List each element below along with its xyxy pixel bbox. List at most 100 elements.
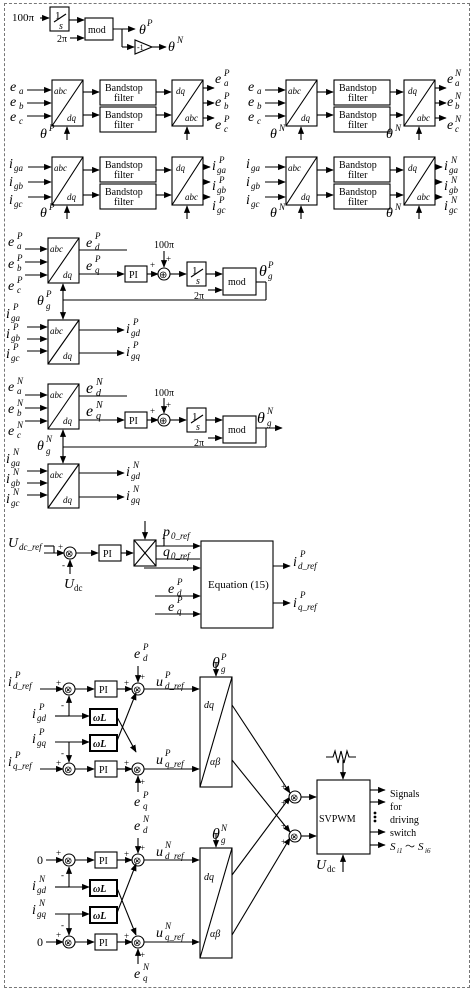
svg-text:mod: mod [228,277,246,288]
svg-text:N: N [266,406,274,416]
svg-text:+: + [166,254,171,264]
svg-text:+: + [140,777,145,787]
svg-text:u: u [156,753,163,768]
svg-text:filter: filter [348,197,368,208]
svg-text:N: N [278,123,286,133]
svg-text:+: + [56,848,61,858]
svg-text:+: + [56,758,61,768]
svg-text:PI: PI [99,938,108,949]
pll-positive: e a P e b P e c P abc dq e d P e q P PI … [6,231,274,365]
svg-text:θ: θ [386,206,393,221]
svg-text:αβ: αβ [210,757,220,768]
svg-text:e: e [10,110,16,125]
svg-text:c: c [17,285,21,295]
svg-text:S: S [390,841,396,853]
svg-text:P: P [142,790,149,800]
mod-block [222,415,257,444]
svg-text:a: a [17,241,22,251]
thetag-p-label: θ [259,263,267,280]
svg-text:N: N [38,874,46,884]
svg-text:e: e [10,80,16,95]
svg-text:b: b [17,408,22,418]
svg-text:i: i [32,707,36,722]
svg-text:ga: ga [217,165,227,175]
svg-text:N: N [394,202,402,212]
svg-text:q: q [143,801,148,811]
bandstop-filter-block [333,79,391,106]
svg-text:PI: PI [103,549,112,560]
svg-text:dq: dq [408,163,418,173]
svg-text:P: P [16,275,23,285]
svg-text:⊗: ⊗ [133,938,141,949]
svg-text:c: c [455,124,459,134]
svg-text:N: N [450,175,458,185]
svg-text:i: i [293,596,297,611]
svg-text:gd: gd [37,713,47,723]
svg-text:dq: dq [204,872,214,883]
svg-text:i: i [212,179,216,194]
svg-text:0_ref: 0_ref [171,551,191,561]
svg-text:abc: abc [50,326,63,336]
svg-text:⊗: ⊗ [65,549,73,560]
svg-text:P: P [38,702,45,712]
svg-text:+: + [150,260,155,270]
svg-text:q: q [143,973,148,983]
svg-text:SVPWM: SVPWM [319,814,356,825]
svg-text:N: N [220,823,228,833]
svg-text:i: i [8,675,12,690]
svg-text:P: P [223,114,230,124]
svg-text:gq: gq [131,495,141,505]
svg-text:2π: 2π [194,291,204,302]
svg-text:gc: gc [14,199,23,209]
svg-text:dq: dq [301,113,311,123]
input-100pi-label: 100π [12,12,35,24]
svg-text:P: P [218,175,225,185]
svg-text:θ: θ [386,127,393,142]
svg-text:dq: dq [63,351,73,361]
svg-text:q_ref: q_ref [298,602,318,612]
svg-text:i: i [212,199,216,214]
svg-text:gd: gd [131,471,141,481]
svg-text:d: d [177,588,182,598]
svg-text:θ: θ [37,439,44,454]
svg-text:⊗: ⊗ [133,765,141,776]
svg-text:e: e [447,118,453,133]
svg-text:e: e [248,80,254,95]
svg-text:Bandstop: Bandstop [105,110,143,121]
svg-text:Equation (15): Equation (15) [208,579,269,591]
svg-text:c: c [257,116,261,126]
svg-text:P: P [16,231,23,241]
svg-text:Bandstop: Bandstop [339,160,377,171]
svg-text:q_ref: q_ref [165,759,185,769]
svg-text:S: S [418,841,424,853]
svg-text:N: N [176,35,184,45]
svg-text:N: N [454,68,462,78]
svg-text:e: e [8,380,14,395]
svg-text:N: N [142,814,150,824]
svg-text:e: e [8,235,14,250]
svg-text:e: e [134,647,140,662]
svg-text:+: + [140,672,145,682]
svg-text:s: s [196,276,200,287]
svg-text:gc: gc [217,205,226,215]
svg-text:P: P [14,670,21,680]
svg-text:U: U [64,577,75,592]
equation-15-block [200,540,274,629]
svg-text:b: b [17,263,22,273]
svg-text:i: i [246,157,250,172]
svg-text:P: P [176,577,183,587]
svg-text:-1: -1 [137,43,144,52]
svg-text:i: i [9,175,13,190]
svg-text:q: q [177,606,182,616]
svg-text:dq: dq [67,192,77,202]
svg-text:+: + [281,837,286,847]
svg-text:dq: dq [63,416,73,426]
svg-text:⊗: ⊗ [290,832,298,843]
svg-text:e: e [134,967,140,982]
svg-text:gc: gc [11,353,20,363]
svg-text:i: i [32,732,36,747]
svg-text:e: e [8,402,14,417]
svg-text:P: P [223,68,230,78]
svg-text:q: q [95,265,100,275]
svg-text:e: e [248,95,254,110]
